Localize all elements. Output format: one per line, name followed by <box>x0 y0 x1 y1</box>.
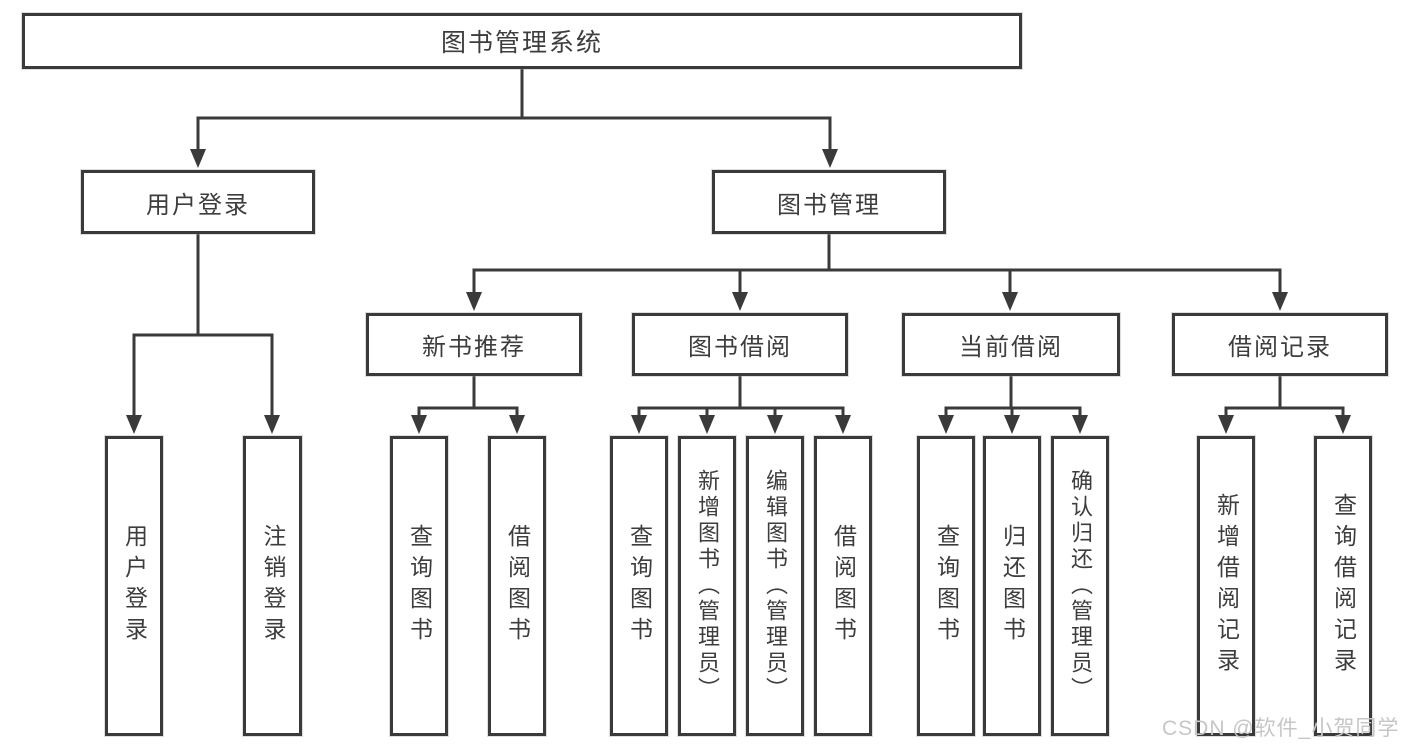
leaf-records-add-record: 新增借阅记录 <box>1197 436 1255 736</box>
leaf-current-confirm-return-admin-label: 确认归还（管理员） <box>1068 469 1093 703</box>
node-root-label: 图书管理系统 <box>440 29 603 57</box>
leaf-borrow-query-books: 查询图书 <box>610 436 668 736</box>
csdn-watermark: CSDN @软件_小贺同学 <box>1162 717 1400 740</box>
leaf-newbook-query-books: 查询图书 <box>390 436 448 736</box>
node-book-management: 图书管理 <box>712 170 946 234</box>
node-current-borrow: 当前借阅 <box>902 313 1120 376</box>
leaf-records-query-record: 查询借阅记录 <box>1314 436 1372 736</box>
node-book-borrow-label: 图书借阅 <box>688 334 792 361</box>
leaf-user-login-label: 用户登录 <box>121 524 148 648</box>
node-new-book-recommend: 新书推荐 <box>366 313 582 376</box>
leaf-newbook-borrow-books: 借阅图书 <box>488 436 546 736</box>
leaf-newbook-borrow-books-label: 借阅图书 <box>504 524 531 648</box>
node-borrow-records-label: 借阅记录 <box>1228 334 1332 361</box>
leaf-borrow-edit-books-admin-label: 编辑图书（管理员） <box>763 469 788 703</box>
leaf-borrow-add-books-admin: 新增图书（管理员） <box>678 436 736 736</box>
leaf-records-add-record-label: 新增借阅记录 <box>1213 493 1240 679</box>
leaf-borrow-borrow-books-label: 借阅图书 <box>830 524 857 648</box>
leaf-borrow-edit-books-admin: 编辑图书（管理员） <box>746 436 804 736</box>
node-user-login: 用户登录 <box>81 170 315 234</box>
leaf-newbook-query-books-label: 查询图书 <box>406 524 433 648</box>
node-current-borrow-label: 当前借阅 <box>959 334 1063 361</box>
leaf-current-confirm-return-admin: 确认归还（管理员） <box>1051 436 1109 736</box>
leaf-logout-label: 注销登录 <box>260 524 286 648</box>
leaf-current-query-books: 查询图书 <box>917 436 975 736</box>
node-user-login-label: 用户登录 <box>146 191 250 219</box>
leaf-records-query-record-label: 查询借阅记录 <box>1330 493 1357 679</box>
leaf-current-return-books: 归还图书 <box>983 436 1041 736</box>
leaf-logout: 注销登录 <box>243 436 302 736</box>
node-root: 图书管理系统 <box>22 13 1022 69</box>
leaf-user-login: 用户登录 <box>105 436 163 736</box>
node-book-borrow: 图书借阅 <box>632 313 848 376</box>
node-borrow-records: 借阅记录 <box>1172 313 1388 376</box>
leaf-current-query-books-label: 查询图书 <box>933 524 960 648</box>
node-new-book-recommend-label: 新书推荐 <box>422 334 526 361</box>
leaf-borrow-add-books-admin-label: 新增图书（管理员） <box>695 469 720 703</box>
leaf-borrow-borrow-books: 借阅图书 <box>814 436 872 736</box>
leaf-current-return-books-label: 归还图书 <box>999 524 1026 648</box>
leaf-borrow-query-books-label: 查询图书 <box>626 524 653 648</box>
arrowheads <box>126 149 1351 434</box>
node-book-management-label: 图书管理 <box>777 191 881 219</box>
